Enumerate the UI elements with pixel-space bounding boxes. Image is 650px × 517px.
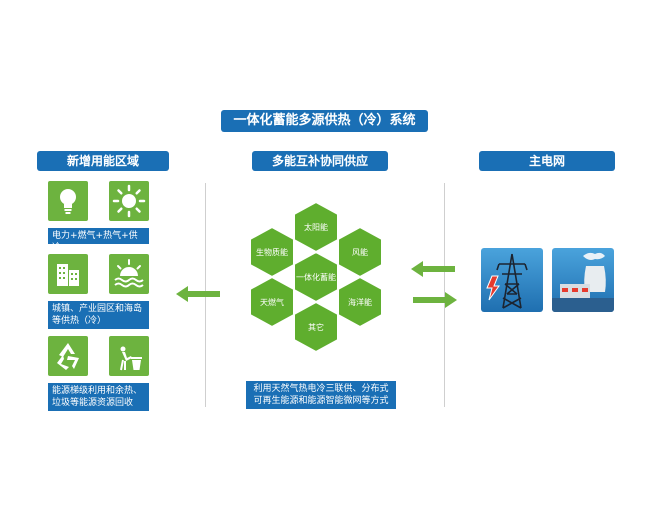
left-arrow-icon (176, 286, 220, 302)
hexagon-label-solar: 太阳能 (304, 222, 328, 232)
right-section-header: 主电网 (479, 151, 615, 171)
trash-bin-icon (109, 336, 149, 376)
caption-cchp-microgrid: 利用天然气热电冷三联供、分布式可再生能源和能源智能微网等方式 (246, 381, 396, 409)
power-tower-icon (481, 248, 543, 312)
hexagon-label-ocean: 海洋能 (348, 297, 372, 307)
caption-cascade-energy-recovery: 能源梯级利用和余热、垃圾等能源资源回收 (48, 383, 149, 411)
hexagon-label-natural-gas: 天燃气 (260, 297, 284, 307)
energy-hexagon-cluster: 太阳能 生物质能 风能 一体化蓄能 天燃气 海洋能 其它 (249, 200, 383, 354)
grid-outflow-arrow-icon (413, 292, 457, 308)
sunrise-wave-icon (109, 254, 149, 294)
hexagon-label-other: 其它 (308, 322, 324, 332)
hexagon-other (293, 300, 339, 354)
right-divider (444, 183, 445, 407)
hexagon-label-integrated-storage: 一体化蓄能 (296, 272, 336, 282)
page-title: 一体化蓄能多源供热（冷）系统 (221, 110, 428, 132)
lightbulb-icon (48, 181, 88, 221)
center-section-header: 多能互补协同供应 (252, 151, 388, 171)
hexagon-natural-gas (249, 275, 295, 329)
sun-icon (109, 181, 149, 221)
hexagon-ocean (337, 275, 383, 329)
recycle-icon (48, 336, 88, 376)
caption-urban-industrial-heating: 城镇、产业园区和海岛等供热（冷） (48, 301, 149, 329)
hexagon-label-wind: 风能 (352, 247, 368, 257)
left-section-header: 新增用能区域 (37, 151, 169, 171)
power-plant-icon (552, 248, 614, 312)
hexagon-label-biomass: 生物质能 (256, 247, 288, 257)
caption-power-gas-heat-cool: 电力+燃气+热气+供冷 (48, 228, 149, 253)
grid-inflow-arrow-icon (411, 261, 455, 277)
buildings-icon (48, 254, 88, 294)
